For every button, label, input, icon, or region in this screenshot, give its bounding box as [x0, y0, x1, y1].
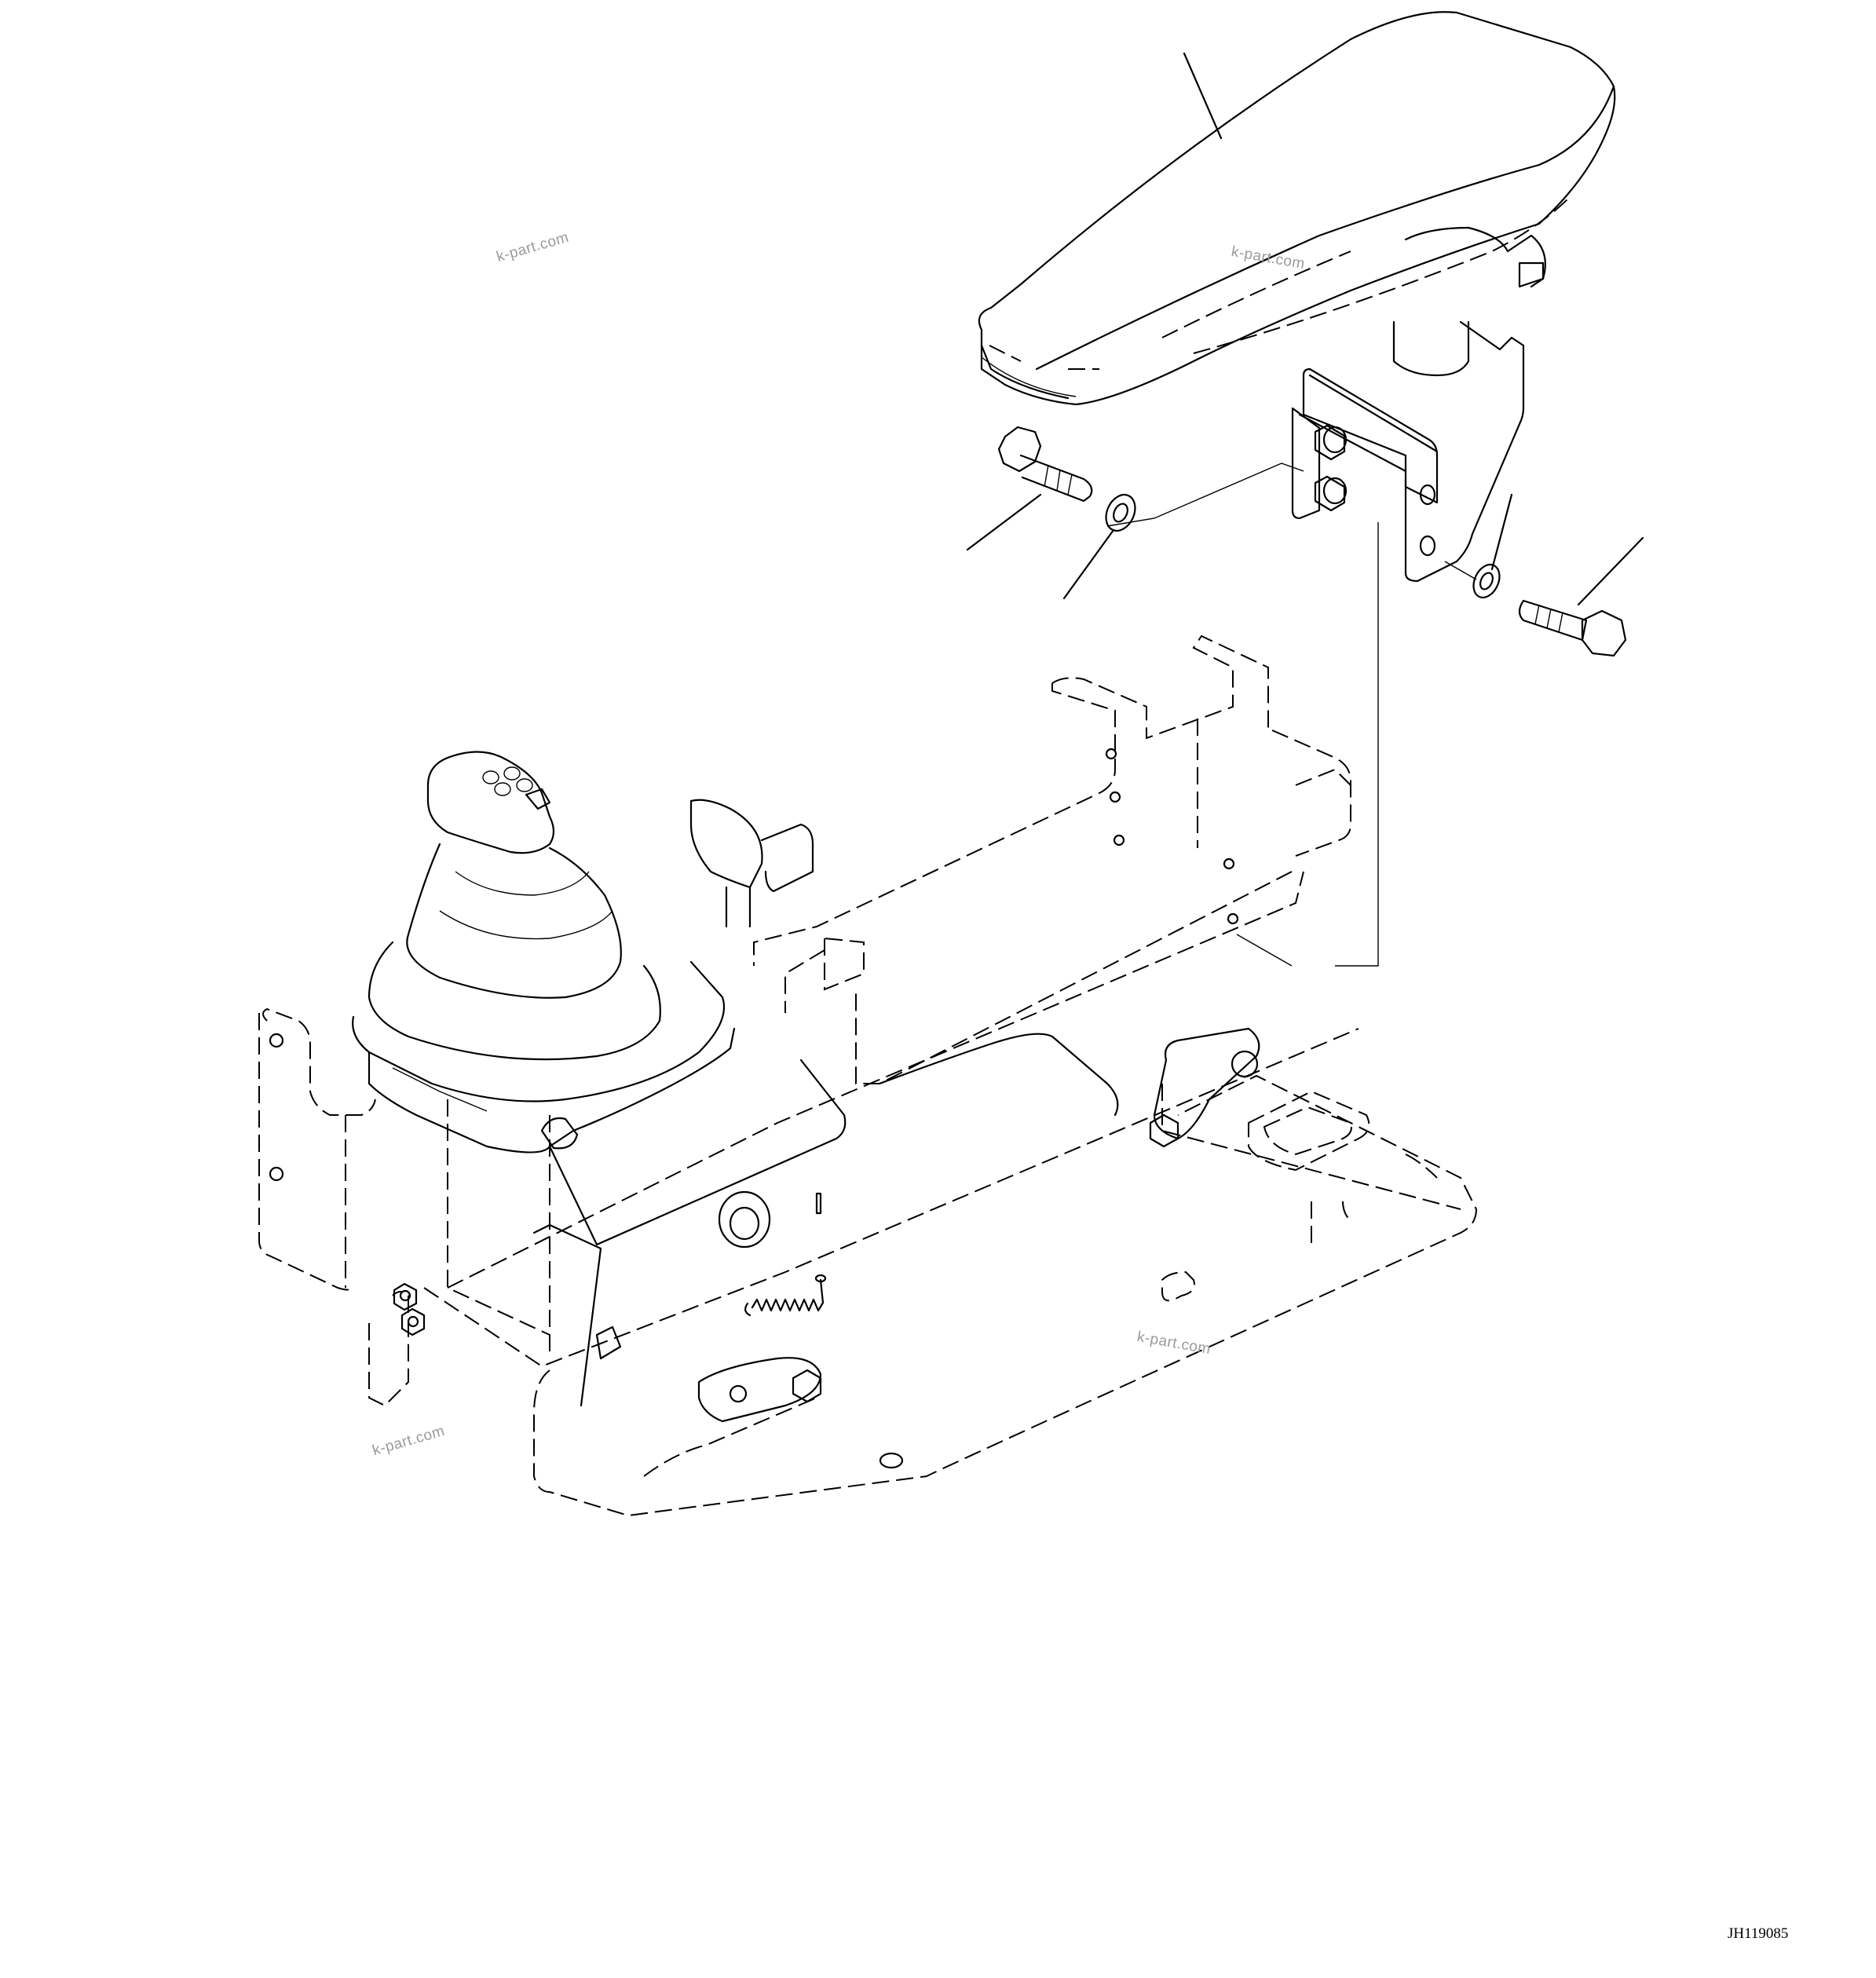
joystick-console-body — [532, 799, 847, 1407]
washer-right[interactable] — [1468, 561, 1505, 602]
bolt-left[interactable] — [997, 426, 1093, 503]
bolt-right[interactable] — [1518, 599, 1627, 657]
linkage-arm — [697, 1027, 1260, 1423]
washer-left[interactable] — [1100, 490, 1140, 536]
armrest-leader-line — [1183, 52, 1223, 140]
armrest-bracket[interactable] — [1291, 320, 1525, 583]
console-nuts — [393, 1282, 426, 1336]
drawing-code-label: JH119085 — [1728, 1925, 1789, 1942]
joystick-lever[interactable] — [352, 751, 736, 1154]
leader-lines — [966, 463, 1644, 967]
console-frame — [258, 634, 1478, 1517]
armrest-cushion[interactable] — [978, 11, 1616, 406]
tension-spring — [744, 1274, 827, 1317]
